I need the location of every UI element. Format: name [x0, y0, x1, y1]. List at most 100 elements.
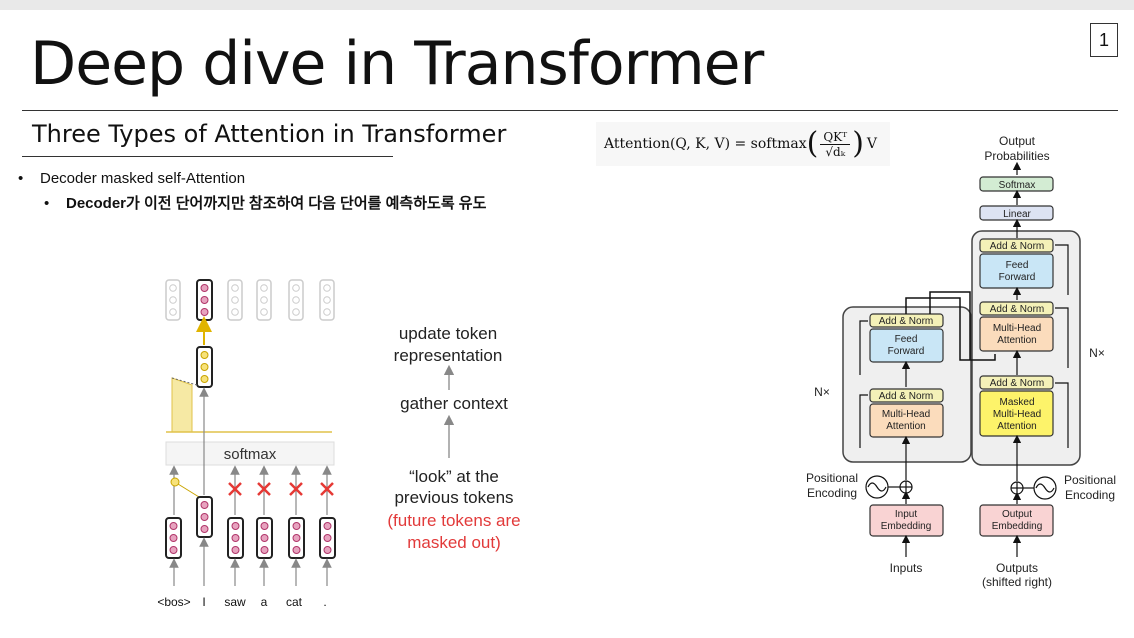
- input-vector: [256, 517, 273, 559]
- decoder-add-norm-2: [979, 301, 1054, 316]
- sine-wave-path: [1035, 483, 1055, 493]
- pos-enc-left-line2: Encoding: [807, 486, 857, 500]
- score-dot: [170, 477, 180, 487]
- subtitle-divider: [22, 156, 393, 157]
- masked-arrows: [230, 465, 332, 515]
- note-update-line2: representation: [394, 346, 503, 365]
- decoder-add-norm-3-label: Add & Norm: [990, 241, 1044, 252]
- decoder-mha-line2: Attention: [997, 335, 1036, 346]
- decoder-residual-1: [1055, 382, 1069, 448]
- mask-x-icon: [228, 482, 242, 496]
- weight-dotted-line: [171, 377, 198, 386]
- bullet-dot-icon: •: [18, 170, 24, 187]
- token-period: .: [323, 595, 326, 609]
- input-vector: [288, 517, 305, 559]
- encoder-decoder-link-2: [929, 291, 971, 360]
- encoder-residual-1: [859, 394, 868, 448]
- formula-rhs: V: [866, 136, 878, 152]
- token-bos: <bos>: [157, 595, 190, 609]
- masked-mha-line3: Attention: [997, 421, 1036, 432]
- token-i: I: [202, 595, 205, 609]
- sine-wave-path: [867, 482, 887, 492]
- output-probabilities-line1: Output: [999, 134, 1036, 148]
- pos-enc-left-line1: Positional: [806, 471, 858, 485]
- note-look-line1: “look” at the: [409, 467, 499, 486]
- bullet-main: • Decoder masked self-Attention: [18, 169, 245, 189]
- input-vector: [196, 496, 213, 538]
- decoder-add-norm-3: [979, 238, 1054, 253]
- mask-x-icon: [257, 482, 271, 496]
- note-update-line1: update token: [399, 324, 497, 343]
- outputs-label-line2: (shifted right): [982, 575, 1052, 589]
- encoder-mha-line1: Multi-Head: [882, 409, 930, 420]
- inputs-label: Inputs: [890, 561, 923, 575]
- softmax-layer-label: Softmax: [999, 180, 1036, 191]
- input-vector: [319, 517, 336, 559]
- encoder-add-norm-2-label: Add & Norm: [879, 316, 933, 327]
- score-link: [177, 483, 200, 498]
- masked-mha-line2: Multi-Head: [993, 409, 1041, 420]
- softmax-label: softmax: [224, 446, 277, 463]
- output-embedding-line1: Output: [1002, 509, 1032, 520]
- formula-lhs: Attention(Q, K, V) = softmax: [604, 136, 807, 152]
- encoder-ff-line1: Feed: [895, 334, 918, 345]
- faded-vector: [319, 279, 335, 321]
- formula-fraction: QKᵀ √dₖ: [820, 130, 851, 159]
- encoder-add-norm-1-label: Add & Norm: [879, 391, 933, 402]
- decoder-mha-line1: Multi-Head: [993, 323, 1041, 334]
- decoder-add-norm-1-label: Add & Norm: [990, 378, 1044, 389]
- bullet-sub-text: Decoder가 이전 단어까지만 참조하여 다음 단어를 예측하도록 유도: [66, 195, 487, 212]
- note-masked-line2: masked out): [407, 533, 501, 552]
- input-embedding-line2: Embedding: [881, 521, 932, 532]
- title-divider: [22, 110, 1118, 111]
- note-gather: gather context: [400, 394, 508, 413]
- formula-paren-close: ): [852, 126, 864, 161]
- decoder-residual-2: [1055, 307, 1069, 368]
- output-probabilities-line2: Probabilities: [984, 149, 1049, 163]
- linear-layer-label: Linear: [1003, 209, 1031, 220]
- outputs-label-line1: Outputs: [996, 561, 1038, 575]
- nx-left: N×: [814, 385, 830, 399]
- bullet-dot-icon: •: [44, 195, 50, 212]
- mask-x-icon: [320, 482, 334, 496]
- token-a: a: [261, 595, 268, 609]
- softmax-box: [165, 441, 335, 466]
- token-cat: cat: [286, 595, 303, 609]
- encoder-mha-line2: Attention: [886, 421, 925, 432]
- faded-vector: [227, 279, 243, 321]
- decoder-add-norm-1: [979, 375, 1054, 390]
- bullet-sub: • Decoder가 이전 단어까지만 참조하여 다음 단어를 예측하도록 유도: [44, 194, 486, 214]
- context-vector: [196, 346, 213, 388]
- token-saw: saw: [224, 595, 246, 609]
- decoder-ff-line1: Feed: [1006, 260, 1029, 271]
- mask-cross-icons: [228, 482, 334, 496]
- encoder-decoder-link: [905, 297, 996, 361]
- section-subtitle: Three Types of Attention in Transformer: [32, 120, 507, 148]
- input-vector: [165, 517, 182, 559]
- faded-vector: [288, 279, 304, 321]
- input-vectors-row: [165, 496, 336, 559]
- encoder-ff-line2: Forward: [888, 346, 925, 357]
- bullet-main-text: Decoder masked self-Attention: [40, 170, 246, 187]
- note-look-line2: previous tokens: [394, 488, 513, 507]
- formula-numerator: QKᵀ: [820, 130, 851, 145]
- top-bar: [0, 0, 1134, 10]
- masked-mha-line1: Masked: [999, 397, 1034, 408]
- pos-enc-right-line1: Positional: [1064, 473, 1116, 487]
- encoder-residual-2: [859, 320, 868, 375]
- decoder-add-norm-2-label: Add & Norm: [990, 304, 1044, 315]
- attention-formula: Attention(Q, K, V) = softmax ( QKᵀ √dₖ )…: [596, 122, 890, 166]
- page-number: 1: [1090, 23, 1118, 57]
- nx-right: N×: [1089, 346, 1105, 360]
- formula-paren-open: (: [806, 126, 819, 161]
- formula-denominator: √dₖ: [825, 144, 846, 159]
- input-embedding-line1: Input: [895, 509, 917, 520]
- pos-enc-right-line2: Encoding: [1065, 488, 1115, 502]
- slide-title: Deep dive in Transformer: [30, 29, 764, 99]
- input-vector: [227, 517, 244, 559]
- encoder-add-norm-1: [869, 388, 944, 403]
- decoder-ff-line2: Forward: [999, 272, 1036, 283]
- mask-x-icon: [289, 482, 303, 496]
